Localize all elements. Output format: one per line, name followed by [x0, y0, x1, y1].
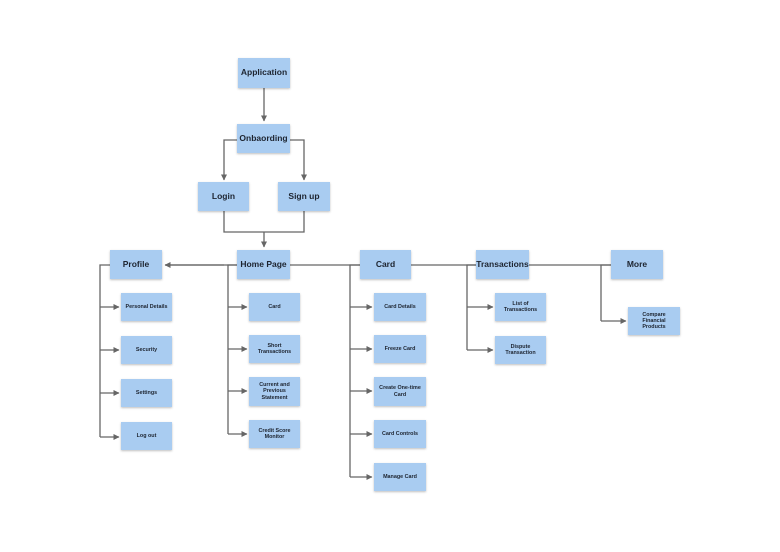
node-onboarding: Onbaording: [237, 124, 290, 153]
node-manage-card: Manage Card: [374, 463, 426, 491]
node-transactions: Transactions: [476, 250, 529, 279]
node-application: Application: [238, 58, 290, 88]
node-card: Card: [360, 250, 411, 279]
node-card-details: Card Details: [374, 293, 426, 321]
node-short-transactions: Short Transactions: [249, 335, 300, 363]
node-profile: Profile: [110, 250, 162, 279]
node-dispute-transaction: Dispute Transaction: [495, 336, 546, 364]
node-credit-score: Credit Score Monitor: [249, 420, 300, 448]
node-freeze-card: Freeze Card: [374, 335, 426, 363]
node-card-controls: Card Controls: [374, 420, 426, 448]
node-homepage: Home Page: [237, 250, 290, 279]
node-security: Security: [121, 336, 172, 364]
node-signup: Sign up: [278, 182, 330, 211]
node-home-card: Card: [249, 293, 300, 321]
node-statement: Current and Previous Statement: [249, 377, 300, 406]
node-login: Login: [198, 182, 249, 211]
node-log-out: Log out: [121, 422, 172, 450]
node-settings: Settings: [121, 379, 172, 407]
node-compare-products: Compare Financial Products: [628, 307, 680, 335]
node-one-time-card: Create One-time Card: [374, 377, 426, 406]
node-more: More: [611, 250, 663, 279]
node-list-transactions: List of Transactions: [495, 293, 546, 321]
node-personal-details: Personal Details: [121, 293, 172, 321]
